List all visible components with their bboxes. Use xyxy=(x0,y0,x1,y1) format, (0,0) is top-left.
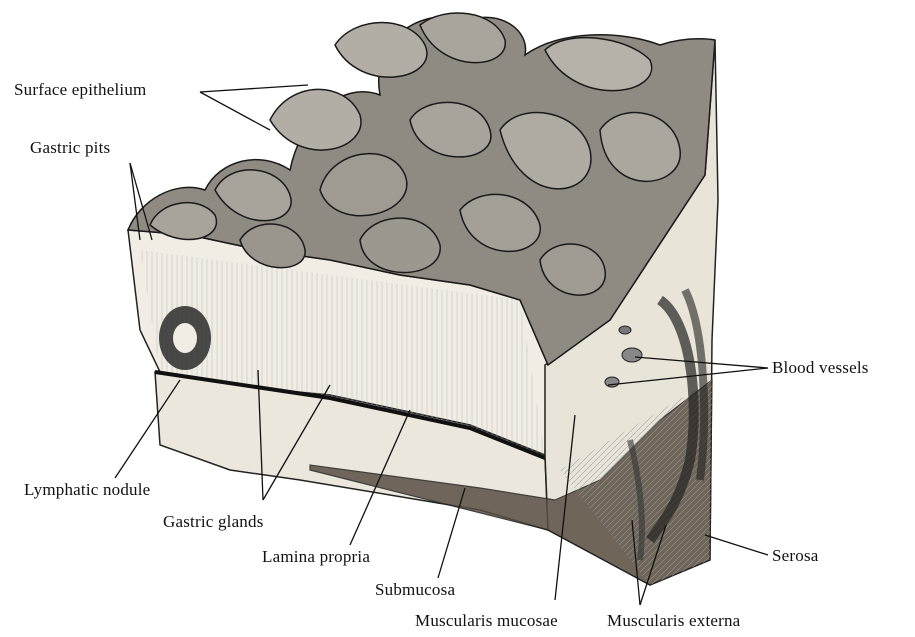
label-muscularis-externa: Muscularis externa xyxy=(607,611,740,631)
lymphatic-nodule xyxy=(159,306,211,370)
label-surface-epithelium: Surface epithelium xyxy=(14,80,146,100)
label-gastric-glands: Gastric glands xyxy=(163,512,264,532)
label-lamina-propria: Lamina propria xyxy=(262,547,370,567)
label-blood-vessels: Blood vessels xyxy=(772,358,869,378)
label-muscularis-mucosae: Muscularis mucosae xyxy=(415,611,558,631)
label-submucosa: Submucosa xyxy=(375,580,455,600)
label-lymphatic-nodule: Lymphatic nodule xyxy=(24,480,150,500)
label-serosa: Serosa xyxy=(772,546,819,566)
label-gastric-pits: Gastric pits xyxy=(30,138,110,158)
